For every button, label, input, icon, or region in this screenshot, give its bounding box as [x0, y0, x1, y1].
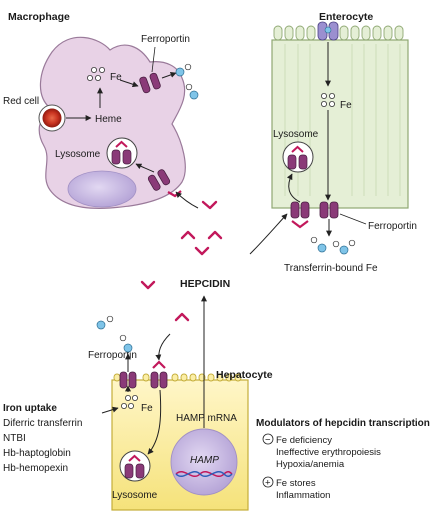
macrophage-membrane: [38, 36, 186, 209]
plus-icon: [262, 476, 274, 488]
enterocyte-ferroportin-bound-icon: [290, 201, 310, 229]
macrophage-nucleus: [67, 170, 137, 208]
heme-label: Heme: [95, 114, 122, 125]
transferrin-icon: [310, 236, 356, 255]
macrophage-fe-dots: [87, 67, 106, 82]
minus-sign: −: [265, 435, 271, 446]
iron-uptake-title: Iron uptake: [3, 403, 57, 414]
iron-uptake-item: Diferric transferrin: [3, 418, 82, 429]
hepatocyte-ferroportin-bound-icon: [150, 360, 168, 389]
macrophage-cell: [38, 36, 186, 209]
modulator-positive-item: Inflammation: [276, 490, 330, 501]
hepatocyte-ferroportin-icon: [119, 371, 137, 389]
enterocyte-title: Enterocyte: [319, 11, 373, 23]
hepatocyte-nucleus: [170, 428, 238, 496]
macrophage-transferrin-icon: [175, 63, 199, 100]
hepcidin-molecules: [140, 200, 223, 322]
macrophage-lysosome-label: Lysosome: [55, 149, 101, 160]
hepcidin-label: HEPCIDIN: [180, 278, 230, 290]
minus-icon: [262, 433, 274, 445]
macrophage-ferroportin-icon: [139, 72, 161, 94]
hepatocyte-lysosome-icon: [119, 450, 151, 482]
red-cell-icon: [38, 104, 66, 132]
enterocyte-fe-label: Fe: [340, 100, 352, 111]
modulator-positive-item: Fe stores: [276, 478, 316, 489]
macrophage-lysosome-icon: [106, 137, 138, 169]
iron-uptake-item: Hb-hemopexin: [3, 463, 68, 474]
hepatocyte-fe-dots: [121, 394, 138, 409]
modulator-negative-item: Hypoxia/anemia: [276, 459, 345, 470]
transferrin-bound-fe-label: Transferrin-bound Fe: [284, 263, 378, 274]
macrophage-ferroportin-label: Ferroportin: [141, 34, 190, 45]
modulators-title: Modulators of hepcidin transcription: [256, 418, 430, 429]
enterocyte-ferroportin-icon: [319, 201, 339, 219]
hepatocyte-transferrin-icon: [96, 315, 133, 353]
red-cell-label: Red cell: [3, 96, 39, 107]
modulator-negative-item: Ineffective erythropoiesis: [276, 447, 381, 458]
hepatocyte-lysosome-label: Lysosome: [112, 490, 158, 501]
hamp-mrna-label: HAMP mRNA: [176, 413, 237, 424]
enterocyte-apical-transporter-icon: [317, 21, 339, 41]
enterocyte-ferroportin-label: Ferroportin: [368, 221, 417, 232]
modulator-negative-item: Fe deficiency: [276, 435, 332, 446]
enterocyte-lysosome-icon: [282, 141, 314, 173]
macrophage-fe-label: Fe: [110, 72, 122, 83]
hepatocyte-title: Hepatocyte: [216, 369, 273, 381]
enterocyte-fe-dots: [320, 93, 335, 108]
hepatocyte-ferroportin-label: Ferroportin: [88, 350, 137, 361]
iron-uptake-item: Hb-haptoglobin: [3, 448, 71, 459]
enterocyte-cell: [271, 25, 409, 209]
hepatocyte-fe-label: Fe: [141, 403, 153, 414]
iron-uptake-item: NTBI: [3, 433, 26, 444]
hamp-gene-label: HAMP: [190, 455, 219, 466]
plus-sign: +: [265, 478, 271, 489]
macrophage-ferroportin-bound-icon: [147, 169, 171, 191]
enterocyte-lysosome-label: Lysosome: [273, 129, 319, 140]
macrophage-title: Macrophage: [8, 11, 70, 23]
